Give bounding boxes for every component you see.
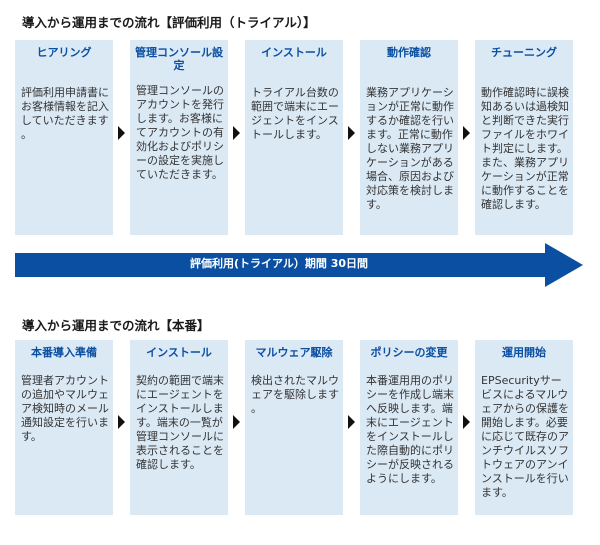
prod-step-operation-start: 運用開始 EPSecurityサービスによるマルウェアからの保護を開始します。必… <box>475 340 573 515</box>
trial-step-console-setup: 管理コンソール設定 管理コンソールのアカウントを発行します。お客様にてアカウント… <box>130 40 228 235</box>
chevron-right-icon <box>118 126 125 140</box>
trial-step-tuning-label: チューニング <box>491 46 557 59</box>
prod-step-policy-change-text: 本番運用用のポリシーを作成し端末へ反映します。端末にエージェントをインストールし… <box>366 374 454 485</box>
prod-step-install: インストール 契約の範囲で端末にエージェントをインストールします。端末の一覧が管… <box>130 340 228 515</box>
prod-step-policy-change: ポリシーの変更 本番運用用のポリシーを作成し端末へ反映します。端末にエージェント… <box>360 340 458 515</box>
production-section-title: 導入から運用までの流れ【本番】 <box>22 318 210 333</box>
arrow-right-icon <box>15 243 583 287</box>
trial-step-console-setup-label: 管理コンソール設定 <box>135 46 223 72</box>
chevron-right-icon <box>348 415 355 429</box>
prod-step-preparation-text: 管理者アカウントの追加やマルウェア検知時のメール通知設定を行います。 <box>21 374 109 443</box>
trial-step-verification: 動作確認 業務アプリケーションが正常に動作するか確認を行います。正常に動作しない… <box>360 40 458 235</box>
trial-period-label: 評価利用(トライアル）期間 30日間 <box>189 257 369 270</box>
trial-section-title: 導入から運用までの流れ【評価利用（トライアル）】 <box>22 15 316 30</box>
trial-period-arrow <box>15 243 583 287</box>
prod-step-malware-removal-text: 検出されたマルウェアを駆除します。 <box>251 374 339 415</box>
trial-step-tuning: チューニング 動作確認時に誤検知あるいは過検知と判断できた実行ファイルをホワイト… <box>475 40 573 235</box>
trial-step-tuning-text: 動作確認時に誤検知あるいは過検知と判断できた実行ファイルをホワイト判定にします。… <box>481 86 569 211</box>
chevron-right-icon <box>348 126 355 140</box>
chevron-right-icon <box>233 415 240 429</box>
prod-step-operation-start-text: EPSecurityサービスによるマルウェアからの保護を開始します。必要に応じて… <box>481 374 569 499</box>
trial-step-hearing-label: ヒアリング <box>36 46 92 59</box>
trial-step-hearing-text: 評価利用申請書にお客様情報を記入していただきます。 <box>21 86 109 141</box>
prod-step-install-text: 契約の範囲で端末にエージェントをインストールします。端末の一覧が管理コンソールに… <box>136 374 224 471</box>
trial-step-install-text: トライアル台数の範囲で端末にエージェントをインストールします。 <box>251 86 339 141</box>
trial-step-verification-text: 業務アプリケーションが正常に動作するか確認を行います。正常に動作しない業務アプリ… <box>366 86 454 211</box>
prod-step-preparation: 本番導入準備 管理者アカウントの追加やマルウェア検知時のメール通知設定を行います… <box>15 340 113 515</box>
chevron-right-icon <box>463 126 470 140</box>
trial-step-verification-label: 動作確認 <box>387 46 431 59</box>
trial-step-install: インストール トライアル台数の範囲で端末にエージェントをインストールします。 <box>245 40 343 235</box>
trial-step-console-setup-text: 管理コンソールのアカウントを発行します。お客様にてアカウントの有効化およびポリシ… <box>136 84 224 181</box>
chevron-right-icon <box>118 415 125 429</box>
chevron-right-icon <box>463 415 470 429</box>
trial-step-hearing: ヒアリング 評価利用申請書にお客様情報を記入していただきます。 <box>15 40 113 235</box>
prod-step-policy-change-label: ポリシーの変更 <box>370 346 448 359</box>
trial-step-install-label: インストール <box>261 46 327 59</box>
chevron-right-icon <box>233 126 240 140</box>
prod-step-preparation-label: 本番導入準備 <box>31 346 97 359</box>
prod-step-install-label: インストール <box>146 346 212 359</box>
prod-step-operation-start-label: 運用開始 <box>502 346 546 359</box>
prod-step-malware-removal-label: マルウェア駆除 <box>255 346 333 359</box>
prod-step-malware-removal: マルウェア駆除 検出されたマルウェアを駆除します。 <box>245 340 343 515</box>
